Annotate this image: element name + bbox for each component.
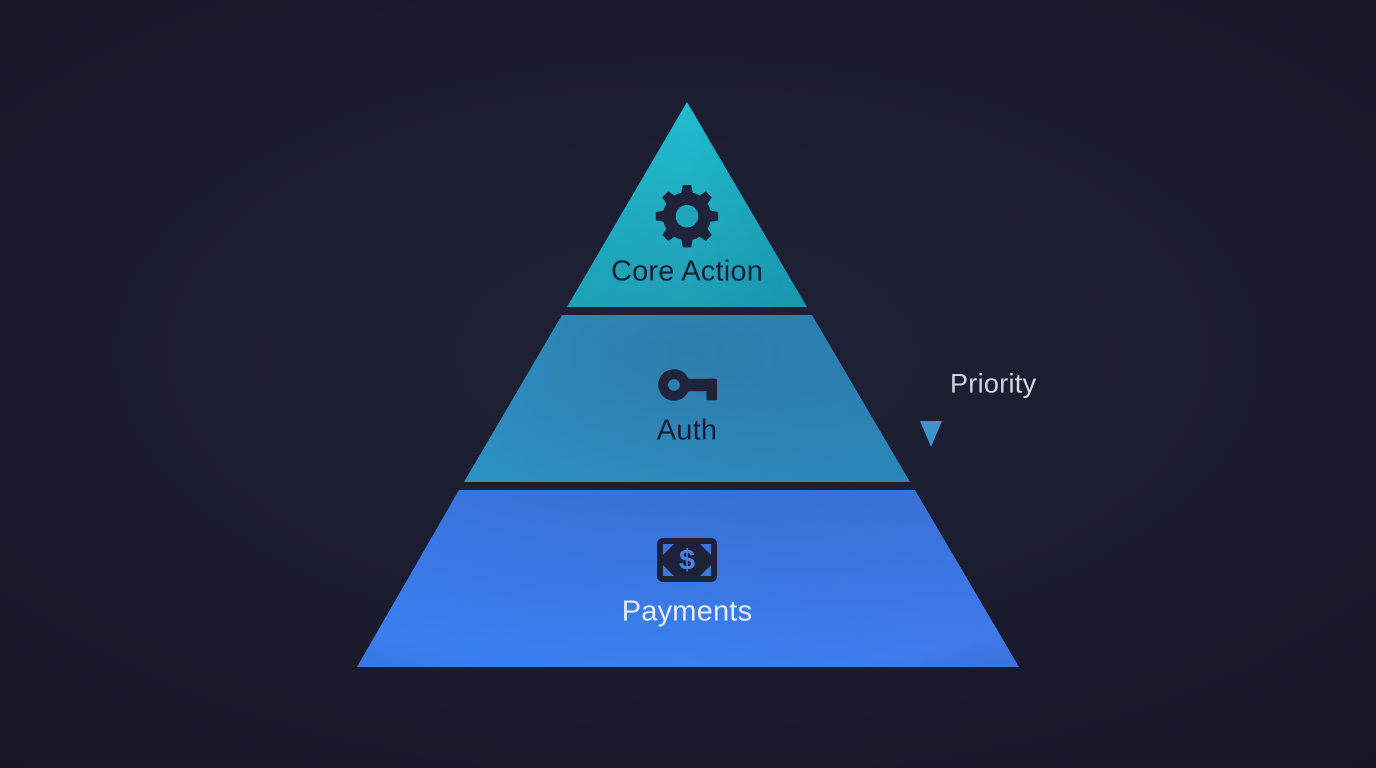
tier-label-core-action: Core Action [610, 255, 764, 288]
pyramid-tier-core-action[interactable] [567, 102, 807, 307]
tier-shape-auth[interactable] [464, 315, 910, 482]
money-icon: $ [657, 538, 717, 582]
key-icon [658, 369, 717, 401]
pyramid-tier-payments[interactable]: $ [357, 490, 1019, 667]
priority-annotation-label: Priority [950, 368, 1037, 399]
pyramid-tier-auth[interactable] [464, 315, 910, 482]
tier-label-auth: Auth [656, 414, 718, 447]
arrow-head-icon [920, 421, 942, 447]
gear-icon [655, 185, 719, 248]
tier-label-payments: Payments [621, 595, 753, 628]
svg-text:$: $ [679, 545, 695, 577]
priority-arrow [920, 318, 942, 447]
